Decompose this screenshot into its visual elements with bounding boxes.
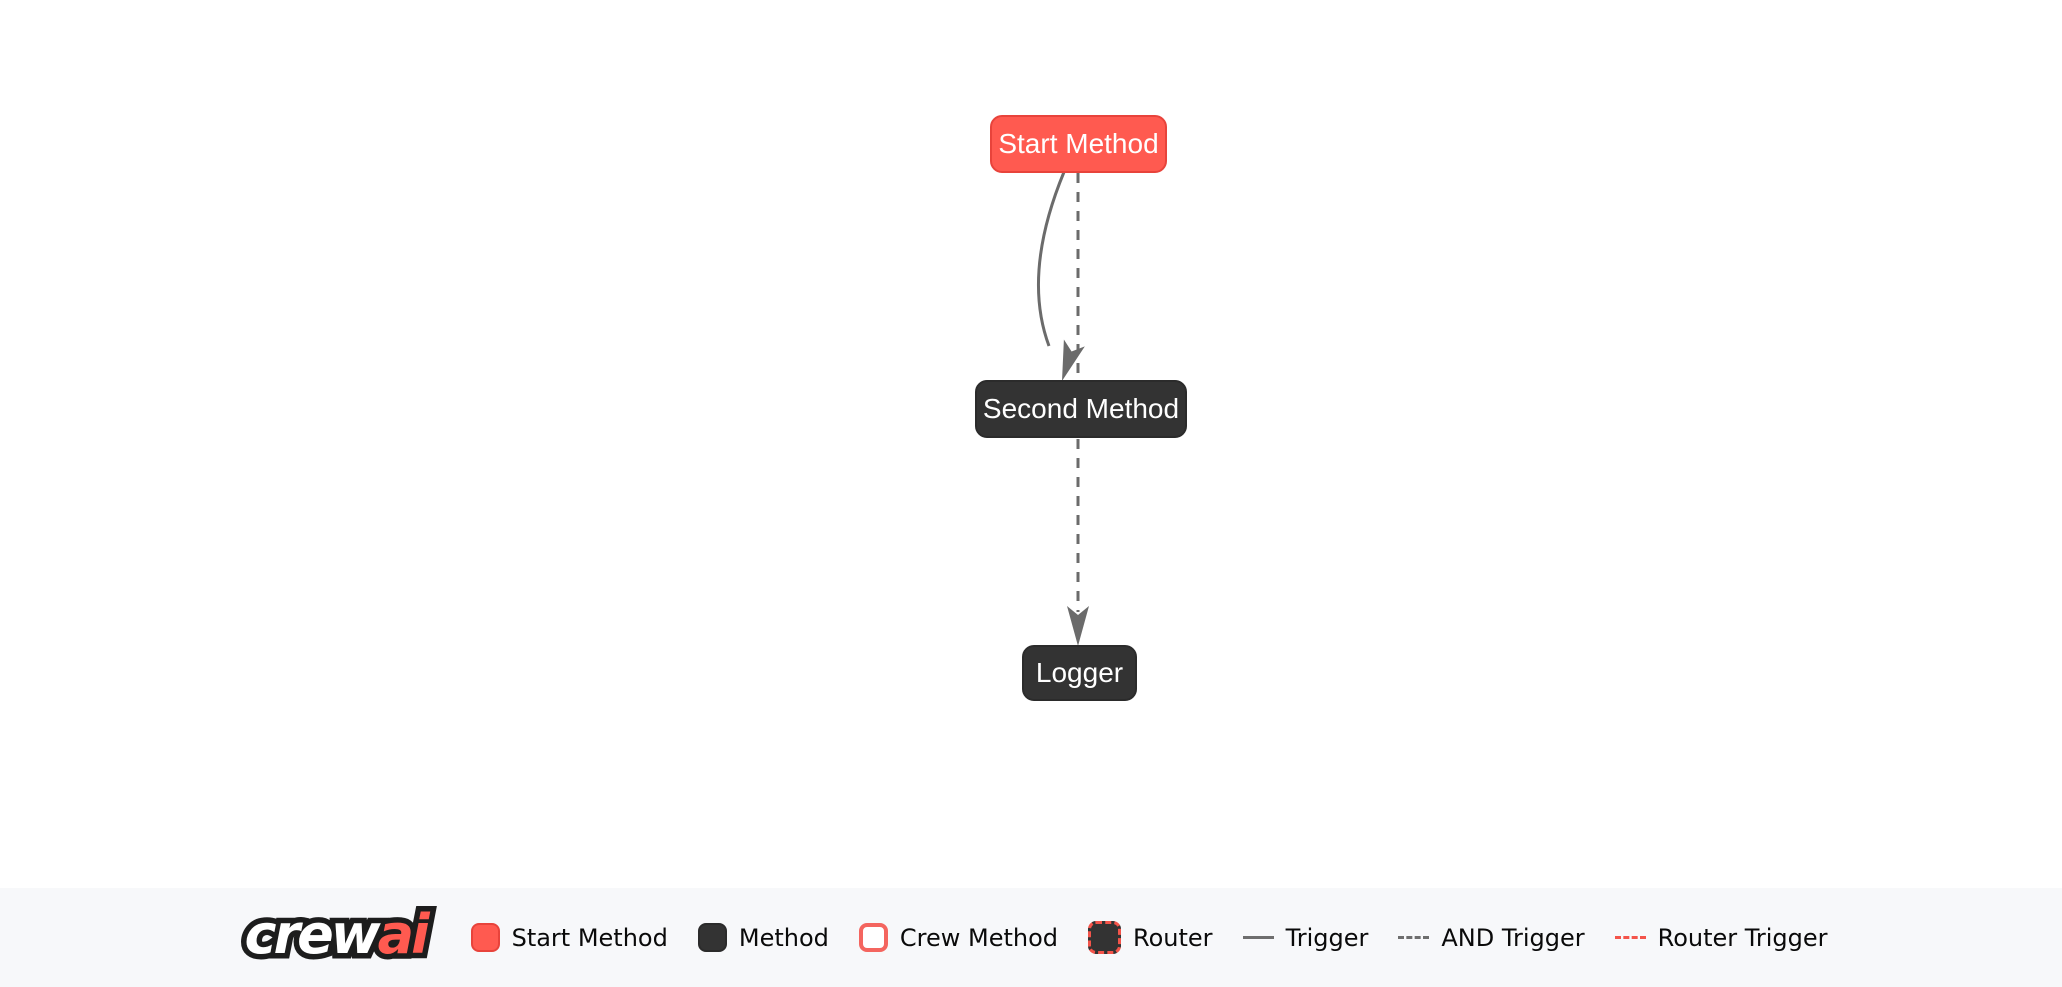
logo-crew-text: crew [244,902,380,966]
legend-item-and-trigger: AND Trigger [1398,923,1585,952]
node-second-method[interactable]: Second Method [975,380,1187,438]
legend-item-label: Router Trigger [1657,923,1828,952]
crewai-logo-text: crewai [244,902,430,966]
crewai-logo: crewai crewai [234,899,440,970]
crewai-logo-outline: crewai [239,899,435,969]
edge-trigger-start-to-second [1037,171,1066,347]
edge-and-trigger-arrowhead [1067,606,1089,646]
router-swatch-icon [1088,921,1122,954]
method-swatch-icon [697,923,727,952]
flow-canvas[interactable]: Start Method Second Method Logger [0,0,2062,888]
legend-item-label: Method [738,923,829,952]
edge-trigger-arrowhead [1062,339,1085,381]
trigger-line-icon [1242,936,1274,939]
and-trigger-line-icon [1398,936,1430,939]
legend-item-label: Crew Method [899,923,1059,952]
start-method-swatch-icon [470,923,500,952]
legend-item-trigger: Trigger [1242,923,1369,952]
legend-item-router: Router [1088,921,1213,954]
logo-ai-text: ai [377,902,430,966]
legend-bar: crewai crewai Start Method Method Crew M… [0,888,2062,987]
flow-edges-layer [1037,171,1089,646]
legend-item-crew-method: Crew Method [858,923,1059,952]
legend-item-start-method: Start Method [470,923,668,952]
node-start-method[interactable]: Start Method [990,115,1167,173]
legend-item-router-trigger: Router Trigger [1614,923,1828,952]
legend-item-label: Trigger [1285,923,1369,952]
crew-method-swatch-icon [858,923,888,952]
legend-item-label: Router [1133,923,1213,952]
router-trigger-line-icon [1614,936,1646,939]
legend-item-label: AND Trigger [1441,923,1585,952]
legend-item-label: Start Method [511,923,668,952]
node-logger[interactable]: Logger [1022,645,1137,701]
legend-item-method: Method [697,923,829,952]
